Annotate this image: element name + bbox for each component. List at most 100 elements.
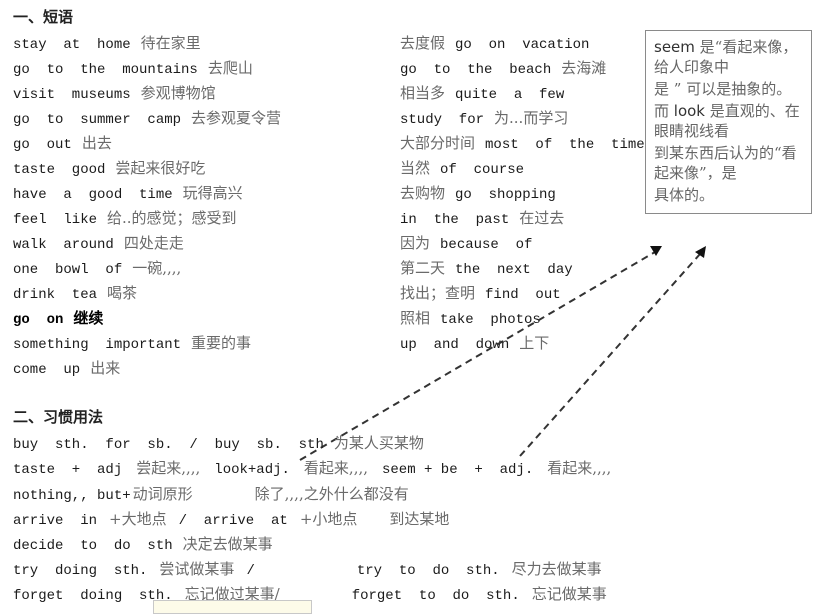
phrase-en: up and down <box>400 337 510 353</box>
phrase-en: go on <box>13 312 64 328</box>
phrase-row: go to summer camp 去参观夏令营 <box>13 109 281 129</box>
usage-row: arrive in +大地点 / arrive at +小地点 到达某地 <box>13 510 449 530</box>
phrase-en: find out <box>485 287 561 303</box>
seem-look-note-box: seem 是“看起来像，给人印象中 是 ” 可以是抽象的。 而 look 是直观… <box>645 30 812 214</box>
phrase-zh: 出去 <box>81 134 112 152</box>
usage-zh: 尝试做某事 <box>159 560 235 578</box>
phrase-en: have a good time <box>13 187 173 203</box>
usage-zh: 看起来,,,, <box>547 459 612 477</box>
phrase-zh: 相当多 <box>400 84 446 102</box>
phrase-en: visit museums <box>13 87 131 103</box>
phrase-row: 当然 of course <box>400 159 524 179</box>
usage-zh: 除了,,,,之外什么都没有 <box>254 485 409 503</box>
phrase-zh: 去度假 <box>400 34 446 52</box>
note-line-3: 而 look 是直观的、在眼睛视线看 <box>654 102 800 140</box>
phrase-zh: 给..的感觉；感受到 <box>107 209 237 227</box>
phrase-en: go on vacation <box>455 37 590 53</box>
phrase-en: something important <box>13 337 182 353</box>
phrase-en: take photos <box>440 312 541 328</box>
phrase-en: go out <box>13 137 72 153</box>
phrase-en: come up <box>13 362 81 378</box>
usage-en: forget to do sth. <box>351 588 520 604</box>
phrase-zh: 照相 <box>400 309 431 327</box>
usage-zh: +小地点 <box>299 510 358 528</box>
phrase-zh: 继续 <box>73 309 104 327</box>
phrase-zh: 去参观夏令营 <box>191 109 282 127</box>
note-line-5: 具体的。 <box>654 186 715 204</box>
phrase-zh: 上下 <box>519 334 550 352</box>
usage-zh: 忘记做过某事/ <box>184 585 280 603</box>
note-line-2: 是 ” 可以是抽象的。 <box>654 80 792 98</box>
usage-zh: 决定去做某事 <box>182 535 273 553</box>
usage-zh: 为某人买某物 <box>333 434 424 452</box>
phrase-en: of course <box>440 162 525 178</box>
phrase-row: 去购物 go shopping <box>400 184 556 204</box>
phrase-en: one bowl of <box>13 262 123 278</box>
phrase-row: go out 出去 <box>13 134 112 154</box>
usage-en: nothing,, but+ <box>13 488 131 504</box>
phrase-row: one bowl of 一碗,,,, <box>13 259 181 279</box>
phrase-en: go to summer camp <box>13 112 182 128</box>
phrase-row: go on 继续 <box>13 309 103 329</box>
usage-en: look+adj. <box>214 462 290 478</box>
phrase-zh: 尝起来很好吃 <box>115 159 206 177</box>
phrase-zh: 重要的事 <box>191 334 252 352</box>
usage-en: try doing sth. <box>13 563 148 579</box>
phrase-zh: 因为 <box>400 234 431 252</box>
phrase-zh: 参观博物馆 <box>140 84 216 102</box>
phrase-en: go to the beach <box>400 62 552 78</box>
note-line-1: seem 是“看起来像，给人印象中 <box>654 38 798 76</box>
phrase-zh: 去购物 <box>400 184 446 202</box>
usage-zh: +大地点 <box>109 510 167 528</box>
usage-en: arrive in <box>13 513 98 529</box>
phrase-row: 去度假 go on vacation <box>400 34 589 54</box>
phrase-row: 找出；查明 find out <box>400 284 561 304</box>
phrase-en: feel like <box>13 212 98 228</box>
phrase-en: go to the mountains <box>13 62 198 78</box>
usage-en: buy sth. for sb. / buy sb. sth <box>13 437 324 453</box>
phrase-en: go shopping <box>455 187 556 203</box>
phrase-zh: 找出；查明 <box>400 284 476 302</box>
phrase-row: something important 重要的事 <box>13 334 251 354</box>
phrase-zh: 为...而学习 <box>494 109 569 127</box>
phrase-row: up and down 上下 <box>400 334 549 354</box>
phrase-en: walk around <box>13 237 114 253</box>
phrase-zh: 出来 <box>90 359 121 377</box>
phrase-en: most of the time <box>485 137 645 153</box>
phrase-zh: 第二天 <box>400 259 446 277</box>
usage-zh: 尝起来,,,, <box>136 459 201 477</box>
usage-zh: 动词原形 <box>132 485 193 503</box>
phrase-zh: 玩得高兴 <box>182 184 243 202</box>
usage-zh: 看起来,,,, <box>303 459 368 477</box>
phrase-zh: 待在家里 <box>140 34 201 52</box>
phrase-row: 照相 take photos <box>400 309 541 329</box>
usage-zh: 忘记做某事 <box>531 585 607 603</box>
usage-row: buy sth. for sb. / buy sb. sth 为某人买某物 <box>13 434 424 454</box>
phrase-en: study for <box>400 112 485 128</box>
usage-row: try doing sth. 尝试做某事 / try to do sth. 尽力… <box>13 560 602 580</box>
phrase-row: come up 出来 <box>13 359 120 379</box>
usage-en: try to do sth. <box>356 563 500 579</box>
phrase-row: study for 为...而学习 <box>400 109 568 129</box>
note-line-4: 到某东西后认为的“看起来像”，是 <box>654 144 797 182</box>
usage-en: taste + adj <box>13 462 123 478</box>
phrase-zh: 一碗,,,, <box>132 259 182 277</box>
phrase-row: feel like 给..的感觉；感受到 <box>13 209 237 229</box>
phrase-row: visit museums 参观博物馆 <box>13 84 216 104</box>
usage-separator: / <box>246 563 255 579</box>
section-title-usage: 二、习惯用法 <box>13 408 104 426</box>
phrase-zh: 当然 <box>400 159 431 177</box>
usage-zh: 尽力去做某事 <box>511 560 602 578</box>
phrase-zh: 四处走走 <box>123 234 184 252</box>
usage-en: forget doing sth. <box>13 588 173 604</box>
arrowhead-2 <box>695 246 706 258</box>
phrase-en: quite a few <box>455 87 565 103</box>
